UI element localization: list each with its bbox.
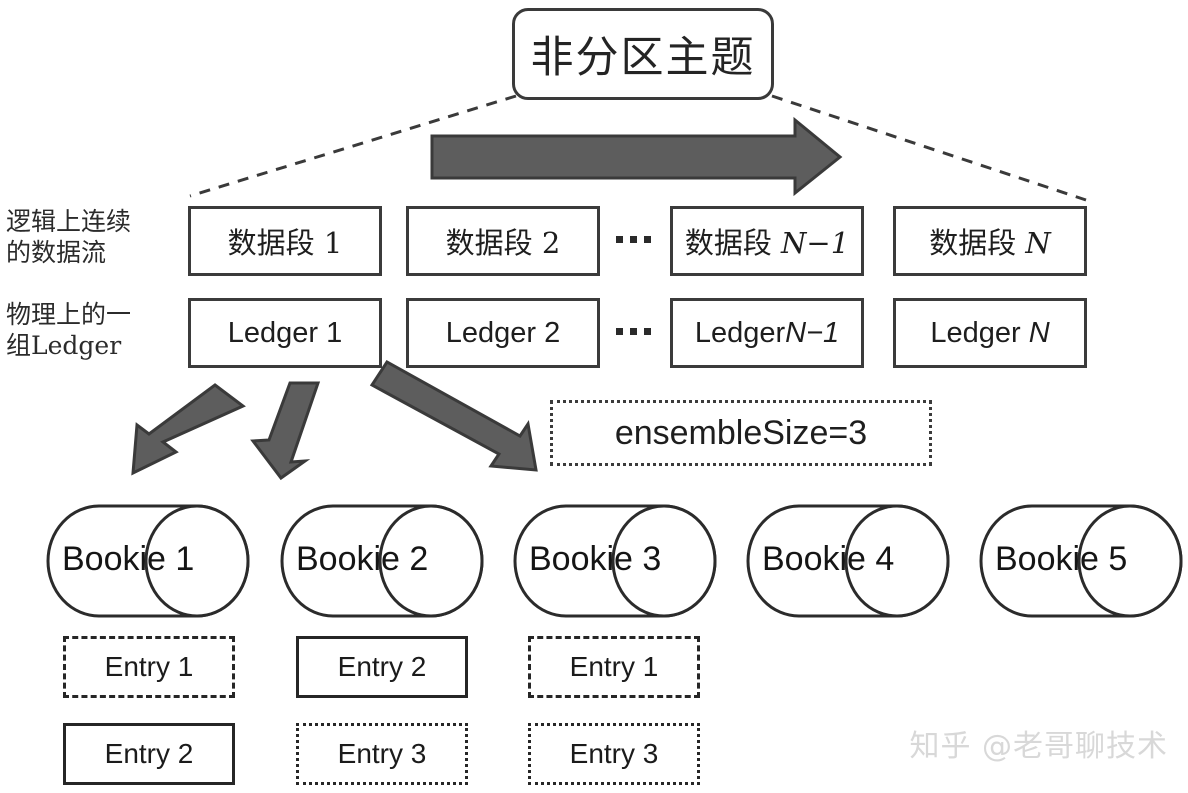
bookie-label-2: Bookie 2 — [296, 540, 429, 578]
bookie-label-4: Bookie 4 — [762, 540, 895, 578]
bookie-label-5: Bookie 5 — [995, 540, 1128, 578]
ledger-label-n: Ledger N — [930, 316, 1050, 349]
ledger-to-bookie3-arrow — [369, 360, 538, 472]
segment-box-n-minus-1[interactable]: 数据段 N−1 — [670, 206, 864, 276]
caption-logical-stream: 逻辑上连续 的数据流 — [6, 207, 184, 268]
entry-label: Entry 2 — [104, 738, 194, 769]
ledger-label-1: Ledger 1 — [227, 316, 343, 349]
entry-box-bookie3-entry3[interactable]: Entry 3 — [528, 723, 700, 785]
page-title: 非分区主题 — [530, 33, 756, 83]
ensemble-size-note: ensembleSize=3 — [550, 400, 932, 466]
caption-logical-line1: 逻辑上连续 — [6, 207, 132, 236]
watermark-text: 知乎 @老哥聊技术 — [909, 729, 1168, 764]
caption-physical-line1: 物理上的一 — [6, 300, 132, 329]
ledger-label-n-minus-1: LedgerN−1 — [694, 316, 840, 349]
segment-label-2: 数据段 2 — [445, 226, 561, 260]
segment-box-n[interactable]: 数据段 N — [893, 206, 1087, 276]
entry-box-bookie2-entry3[interactable]: Entry 3 — [296, 723, 468, 785]
entry-box-bookie1-entry2[interactable]: Entry 2 — [63, 723, 235, 785]
ensemble-size-label: ensembleSize=3 — [614, 413, 868, 452]
dashed-connector-right — [771, 94, 1087, 202]
ledger-to-bookie-arrows — [131, 360, 538, 481]
ledger-box-n[interactable]: Ledger N — [893, 298, 1087, 368]
segment-label-1: 数据段 1 — [227, 226, 343, 260]
entry-box-bookie3-entry1[interactable]: Entry 1 — [528, 636, 700, 698]
topic-title-box: 非分区主题 — [512, 8, 774, 100]
ledger-box-1[interactable]: Ledger 1 — [188, 298, 382, 368]
segment-label-n: 数据段 N — [929, 226, 1051, 260]
ledger-to-bookie1-arrow — [131, 383, 246, 476]
ledger-box-2[interactable]: Ledger 2 — [406, 298, 600, 368]
caption-logical-line2: 的数据流 — [6, 237, 107, 267]
entry-label: Entry 3 — [569, 738, 659, 769]
segment-label-n-minus-1: 数据段 N−1 — [684, 226, 850, 260]
entry-label: Entry 1 — [569, 651, 659, 682]
ledger-to-bookie2-arrow — [250, 381, 321, 481]
dashed-connector-left — [189, 94, 517, 198]
entry-box-bookie1-entry1[interactable]: Entry 1 — [63, 636, 235, 698]
bookie-label-3: Bookie 3 — [529, 540, 662, 578]
caption-physical-ledgers: 物理上的一 组Ledger — [6, 300, 184, 361]
write-direction-arrow — [430, 116, 843, 197]
ledger-ellipsis — [616, 328, 651, 335]
segment-box-1[interactable]: 数据段 1 — [188, 206, 382, 276]
ledger-label-2: Ledger 2 — [445, 316, 561, 349]
segment-ellipsis — [616, 236, 651, 243]
segment-box-2[interactable]: 数据段 2 — [406, 206, 600, 276]
entry-label: Entry 3 — [337, 738, 427, 769]
bookie-label-1: Bookie 1 — [62, 540, 195, 578]
entry-label: Entry 2 — [337, 651, 427, 682]
entry-label: Entry 1 — [104, 651, 194, 682]
caption-physical-line2: 组Ledger — [6, 330, 122, 360]
entry-box-bookie2-entry2[interactable]: Entry 2 — [296, 636, 468, 698]
ledger-box-n-minus-1[interactable]: LedgerN−1 — [670, 298, 864, 368]
